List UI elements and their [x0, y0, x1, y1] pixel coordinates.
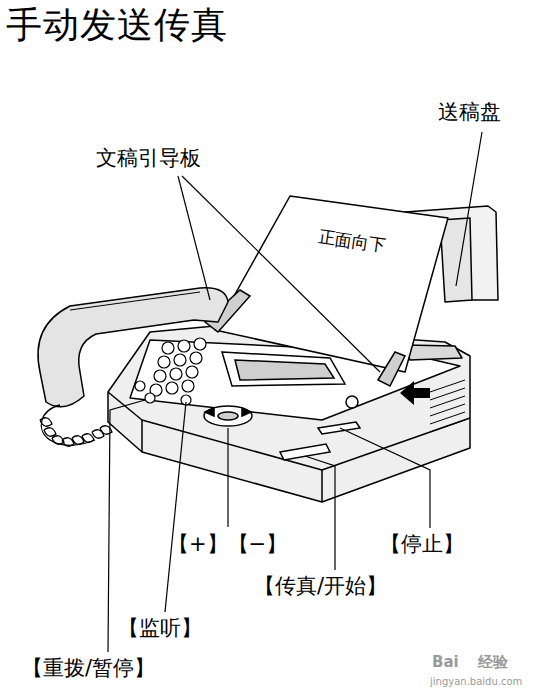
- button-label: 【传真/开始】: [254, 574, 387, 598]
- watermark: Bai: [432, 654, 459, 671]
- control-buttons-part: [318, 422, 360, 434]
- handset: [38, 288, 228, 407]
- fax-body-part: [430, 380, 465, 432]
- leader-lines-part: [165, 402, 186, 612]
- watermark: 经验: [478, 654, 508, 671]
- keypad-part: [158, 356, 170, 368]
- part-label: 送稿盘: [438, 100, 501, 124]
- leader-lines-part: [108, 400, 145, 652]
- guide-arrows-part: [400, 381, 430, 405]
- control-buttons-part: [205, 408, 251, 416]
- handset-part: [70, 292, 200, 310]
- button-label: 【+】【−】: [168, 532, 287, 556]
- keypad-part: [135, 381, 145, 391]
- leader-lines-part: [227, 428, 228, 527]
- coiled-cord: [40, 405, 112, 446]
- button-label: 【重拨/暂停】: [22, 656, 155, 680]
- control-buttons-part: [346, 396, 358, 408]
- leader-lines: [108, 132, 482, 652]
- page-title: 手动发送传真: [6, 4, 228, 45]
- keypad-part: [170, 368, 182, 380]
- guide-plates-part: [378, 352, 405, 386]
- fax-body-part: [108, 326, 470, 502]
- keypad: [135, 338, 206, 405]
- display-panel: [222, 352, 345, 386]
- keypad-part: [145, 393, 155, 403]
- paper-sheet: [215, 196, 448, 372]
- watermark: jingyan.baidu.com: [430, 676, 522, 688]
- keypad-part: [186, 366, 198, 378]
- leader-lines-part: [305, 456, 335, 570]
- fax-body-part: [405, 345, 462, 360]
- part-label: 文稿引导板: [96, 146, 201, 170]
- control-buttons-part: [204, 406, 252, 426]
- handset-part: [38, 288, 228, 407]
- keypad-part: [194, 338, 206, 350]
- button-label: 【停止】: [380, 532, 464, 556]
- fax-body: [108, 326, 470, 502]
- paper-sheet-part: [215, 196, 448, 372]
- button-label: 【监听】: [118, 616, 202, 640]
- display-panel-part: [222, 352, 345, 386]
- fax-body-part: [142, 420, 322, 502]
- leader-lines-part: [456, 132, 482, 286]
- keypad-part: [190, 352, 202, 364]
- leader-lines-part: [182, 176, 380, 372]
- keypad-part: [154, 370, 166, 382]
- control-buttons-part: [280, 444, 330, 460]
- keypad-part: [174, 354, 186, 366]
- display-panel-part: [235, 360, 334, 380]
- keypad-part: [182, 380, 194, 392]
- keypad-part: [166, 382, 178, 394]
- leader-lines-part: [340, 428, 430, 528]
- coiled-cord-part: [40, 418, 112, 447]
- guide-plates: [205, 290, 405, 386]
- leader-lines-part: [178, 176, 210, 300]
- control-buttons-part: [218, 412, 238, 420]
- keypad-part: [162, 342, 174, 354]
- keypad-part: [178, 340, 190, 352]
